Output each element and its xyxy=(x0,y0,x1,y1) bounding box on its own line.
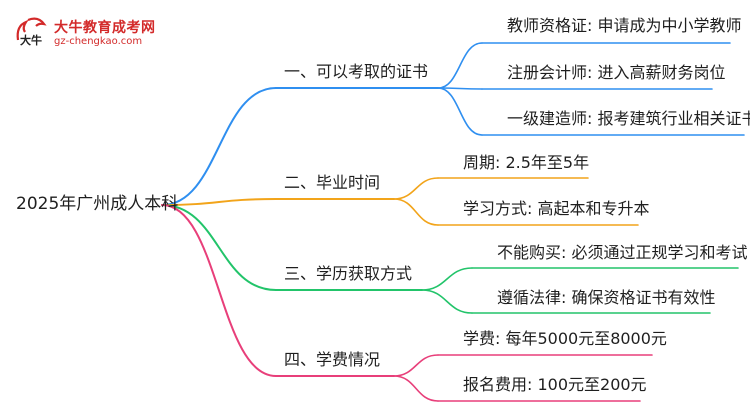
leaf-connector xyxy=(393,198,439,226)
leaf-teacher-certificate: 教师资格证: 申请成为中小学教师 xyxy=(507,16,742,35)
site-logo[interactable]: 大牛 大牛教育成考网 gz-chengkao.com xyxy=(8,14,178,54)
leaf-connector xyxy=(393,375,439,402)
branch-connector xyxy=(161,204,277,291)
leaf-cpa: 注册会计师: 进入高薪财务岗位 xyxy=(507,63,726,82)
branch-label-tuition: 四、学费情况 xyxy=(284,350,381,369)
leaf-connector xyxy=(421,289,473,314)
leaf-connector xyxy=(437,42,483,89)
branch-connector xyxy=(161,87,277,206)
logo-title: 大牛教育成考网 xyxy=(54,20,156,36)
leaf-constructor: 一级建造师: 报考建筑行业相关证书 xyxy=(507,109,750,128)
bull-logo-icon: 大牛 xyxy=(16,17,47,47)
leaf-connector xyxy=(393,354,439,377)
branch-label-certificates: 一、可以考取的证书 xyxy=(284,62,429,81)
logo-url: gz-chengkao.com xyxy=(54,36,143,47)
branch-label-graduation-time: 二、毕业时间 xyxy=(284,173,381,192)
leaf-registration-fee: 报名费用: 100元至200元 xyxy=(463,375,647,394)
leaf-connector xyxy=(421,267,473,291)
logo-mark-text: 大牛 xyxy=(20,33,42,47)
mindmap-root-node: 2025年广州成人本科 xyxy=(16,194,179,214)
leaf-connector xyxy=(437,87,483,136)
leaf-connector xyxy=(393,177,439,200)
branch-label-degree-method: 三、学历获取方式 xyxy=(284,264,413,283)
leaf-study-mode: 学习方式: 高起本和专升本 xyxy=(463,199,650,218)
leaf-tuition-fee: 学费: 每年5000元至8000元 xyxy=(463,329,667,348)
leaf-follow-law: 遵循法律: 确保资格证书有效性 xyxy=(497,288,716,307)
leaf-cannot-buy: 不能购买: 必须通过正规学习和考试 xyxy=(497,243,748,262)
branch-connector xyxy=(161,198,277,206)
leaf-duration: 周期: 2.5年至5年 xyxy=(463,153,590,172)
branch-connector xyxy=(161,204,277,377)
